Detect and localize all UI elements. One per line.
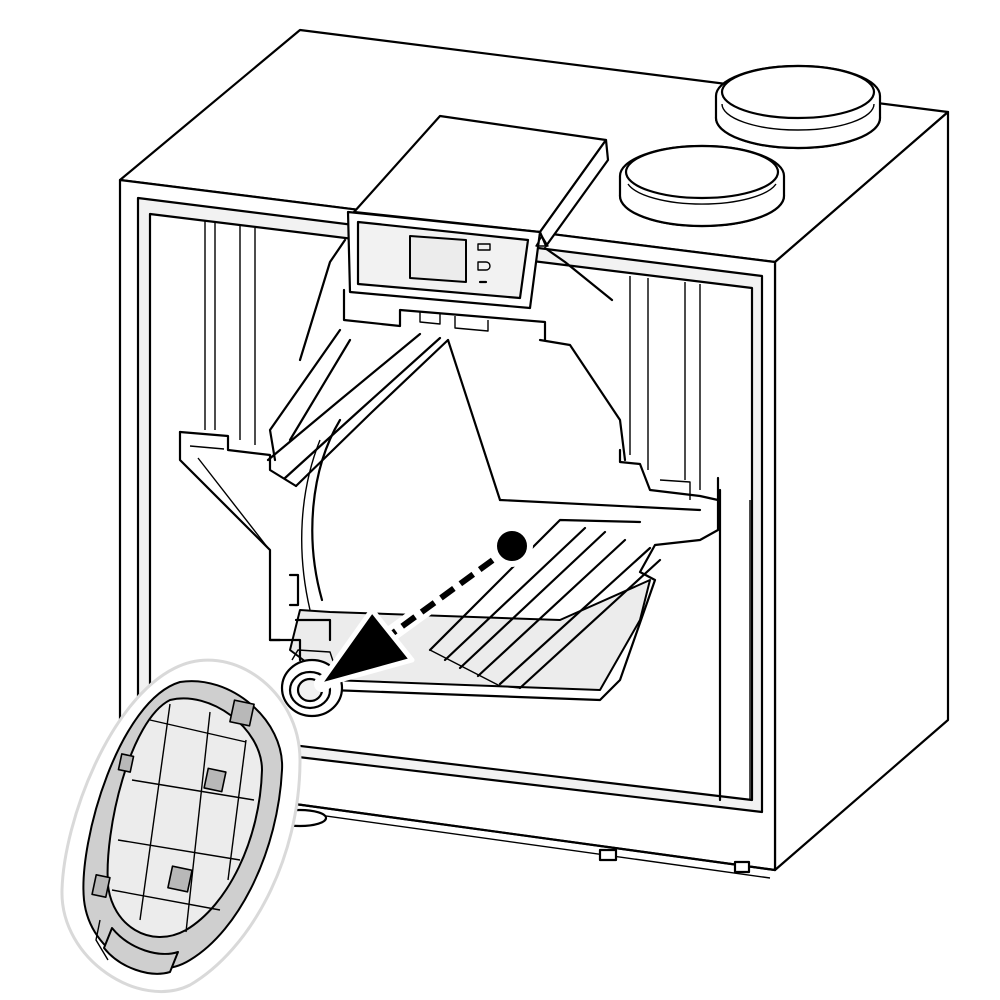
display-screen: [409, 235, 467, 283]
duct-collar-icon: [618, 64, 882, 228]
siphon-part-icon: [60, 658, 302, 993]
tray-ribs: [428, 518, 662, 690]
arrow-start-dot: [491, 525, 533, 567]
display-panel-icon: [298, 114, 614, 362]
dashed-arrow-icon: [314, 525, 533, 692]
arrow-head: [315, 607, 415, 689]
